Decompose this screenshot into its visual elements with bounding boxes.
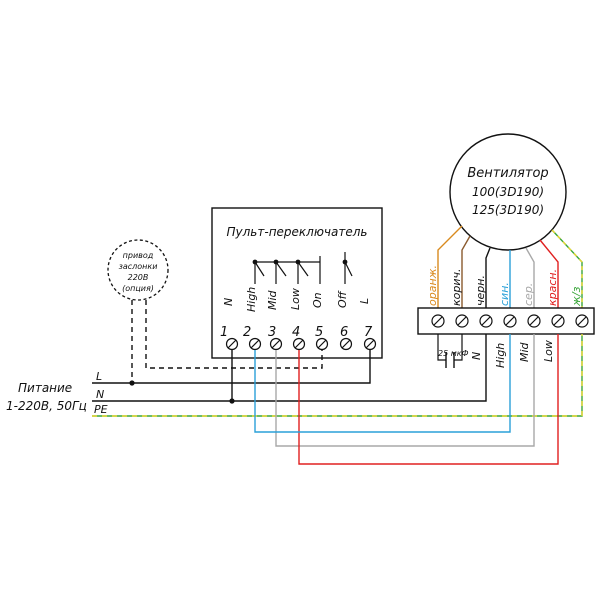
remote-label-off: Off	[336, 290, 349, 308]
wire-brown	[461, 235, 471, 308]
terminal-screw	[503, 314, 517, 328]
remote-label-on: On	[311, 292, 324, 308]
remote-label-mid: Mid	[266, 289, 279, 310]
wire-orange	[437, 225, 463, 308]
wire-mid	[275, 334, 535, 447]
actuator-line-2: заслонки	[119, 262, 158, 271]
fan-circle	[449, 133, 567, 251]
remote-num-5: 5	[315, 325, 323, 340]
switch-contacts	[254, 252, 353, 284]
terminal-screw	[527, 314, 541, 328]
remote-num-6: 6	[340, 325, 348, 340]
remote-label-n: N	[222, 298, 235, 306]
actuator-wire-on	[145, 300, 323, 369]
actuator-line-4: (опция)	[122, 284, 154, 293]
wire-black	[485, 247, 491, 308]
wire-pe-stripe	[92, 334, 583, 417]
label-red: красн.	[546, 269, 559, 306]
remote-label-low: Low	[289, 288, 302, 310]
switch-dots	[252, 259, 348, 265]
remote-num-7: 7	[364, 325, 373, 340]
junction-dot	[229, 398, 235, 404]
term-label-high: High	[494, 343, 507, 368]
power-line-1: Питание	[18, 381, 72, 395]
capacitor: 25 мкФ	[437, 334, 469, 368]
power-supply-labels: Питание 1-220В, 50Гц L N PE	[6, 370, 108, 416]
power-label-l: L	[96, 370, 102, 383]
fan-wire-labels: оранж. корич. черн. син. сер. красн. ж/з	[426, 265, 583, 307]
wire-high	[254, 334, 511, 433]
label-grey: сер.	[522, 283, 535, 306]
fan-title: Вентилятор	[467, 166, 548, 181]
term-label-mid: Mid	[518, 341, 531, 362]
wire-n	[92, 334, 487, 402]
terminal-screw	[479, 314, 493, 328]
power-label-n: N	[96, 388, 104, 401]
remote-screw	[225, 337, 239, 351]
fan-model-1: 100(3D190)	[472, 185, 544, 199]
wire-red	[539, 239, 559, 308]
remote-num-4: 4	[292, 325, 300, 340]
terminal-screw	[551, 314, 565, 328]
remote-screw	[292, 337, 306, 351]
label-green: ж/з	[570, 286, 583, 307]
capacitor-label: 25 мкФ	[438, 349, 469, 358]
terminal-screw	[575, 314, 589, 328]
wire-pe	[92, 334, 583, 417]
remote-screw	[339, 337, 353, 351]
remote-num-3: 3	[268, 325, 276, 340]
power-label-pe: PE	[94, 403, 108, 416]
actuator-line-3: 220В	[128, 273, 149, 282]
remote-screw	[269, 337, 283, 351]
wire-yellow-stripe	[551, 229, 583, 308]
term-label-n: N	[470, 352, 483, 360]
main-wiring	[92, 300, 583, 465]
remote-switch: Пульт-переключатель N High Mid Low On O	[211, 207, 383, 359]
terminal-block-frame	[417, 307, 595, 335]
remote-num-1: 1	[220, 325, 228, 340]
remote-screws	[225, 337, 377, 351]
power-line-2: 1-220В, 50Гц	[6, 399, 87, 413]
remote-switch-title: Пульт-переключатель	[227, 225, 368, 239]
term-label-low: Low	[542, 340, 555, 362]
terminal-screw	[431, 314, 445, 328]
remote-switch-frame	[211, 207, 383, 359]
actuator-circle	[107, 239, 169, 301]
remote-num-2: 2	[243, 325, 251, 340]
wire-low	[298, 334, 559, 465]
damper-actuator: привод заслонки 220В (опция)	[107, 239, 169, 301]
fan-wires	[437, 225, 583, 308]
remote-screw	[363, 337, 377, 351]
remote-label-l: L	[358, 298, 371, 304]
terminal-screw	[455, 314, 469, 328]
label-orange: оранж.	[426, 265, 439, 306]
label-brown: корич.	[450, 268, 463, 306]
fan-model-2: 125(3D190)	[472, 203, 544, 217]
remote-screw	[248, 337, 262, 351]
remote-screw	[315, 337, 329, 351]
terminal-block: 25 мкФ N High Mid Low	[417, 307, 595, 368]
remote-label-high: High	[245, 287, 258, 312]
fan-unit: Вентилятор 100(3D190) 125(3D190)	[449, 133, 567, 251]
terminal-screws	[431, 314, 589, 328]
label-black: черн.	[474, 275, 487, 306]
wire-l	[92, 350, 371, 384]
wire-grey	[525, 247, 535, 308]
label-blue: син.	[498, 282, 511, 306]
actuator-line-1: привод	[123, 251, 154, 260]
